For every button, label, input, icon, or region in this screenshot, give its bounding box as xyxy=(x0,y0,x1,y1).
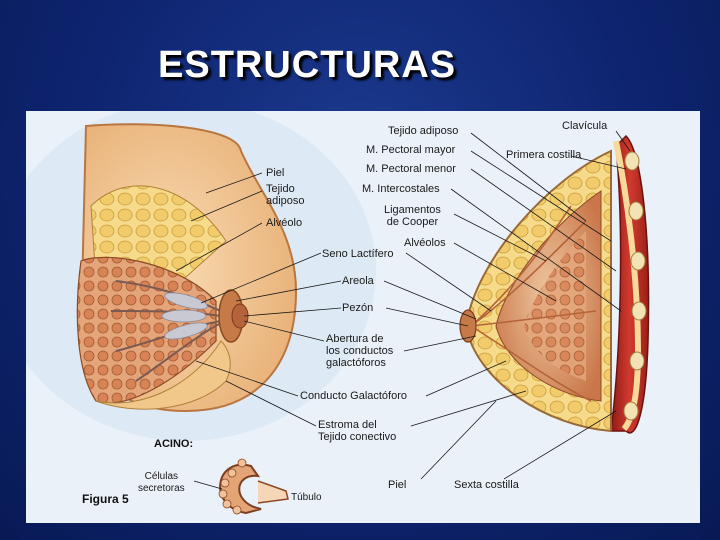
figure-caption: Figura 5 xyxy=(82,492,129,506)
label-abertura-conductos: Abertura de los conductos galactóforos xyxy=(326,333,393,369)
label-intercostales: M. Intercostales xyxy=(362,183,440,195)
label-sexta-costilla: Sexta costilla xyxy=(454,479,519,491)
label-alveolos: Alvéolos xyxy=(404,237,446,249)
label-conducto-galactoforo: Conducto Galactóforo xyxy=(300,390,407,402)
slide-title: ESTRUCTURAS xyxy=(158,44,456,87)
acino-heading: ACINO: xyxy=(154,438,193,450)
label-estroma: Estroma del Tejido conectivo xyxy=(318,419,396,443)
label-clavicula: Clavícula xyxy=(562,120,607,132)
label-tejido-adiposo-right: Tejido adiposo xyxy=(388,125,458,137)
anatomy-illustration xyxy=(26,111,700,523)
label-tubulo: Túbulo xyxy=(291,492,322,504)
label-celulas-secretoras: Células secretoras xyxy=(138,471,185,495)
label-pectoral-mayor: M. Pectoral mayor xyxy=(366,144,455,156)
breast-anatomy-figure: Piel Tejido adiposo Alvéolo Seno Lactífe… xyxy=(26,111,700,523)
label-tejido-adiposo-left: Tejido adiposo xyxy=(266,183,305,207)
label-pectoral-menor: M. Pectoral menor xyxy=(366,163,456,175)
label-alveolo: Alvéolo xyxy=(266,217,302,229)
label-piel-left: Piel xyxy=(266,167,284,179)
label-pezon: Pezón xyxy=(342,302,373,314)
label-seno-lactifero: Seno Lactífero xyxy=(322,248,394,260)
label-areola: Areola xyxy=(342,275,374,287)
label-piel-right: Piel xyxy=(388,479,406,491)
label-ligamentos-cooper: Ligamentos de Cooper xyxy=(384,204,441,228)
label-primera-costilla: Primera costilla xyxy=(506,149,581,161)
